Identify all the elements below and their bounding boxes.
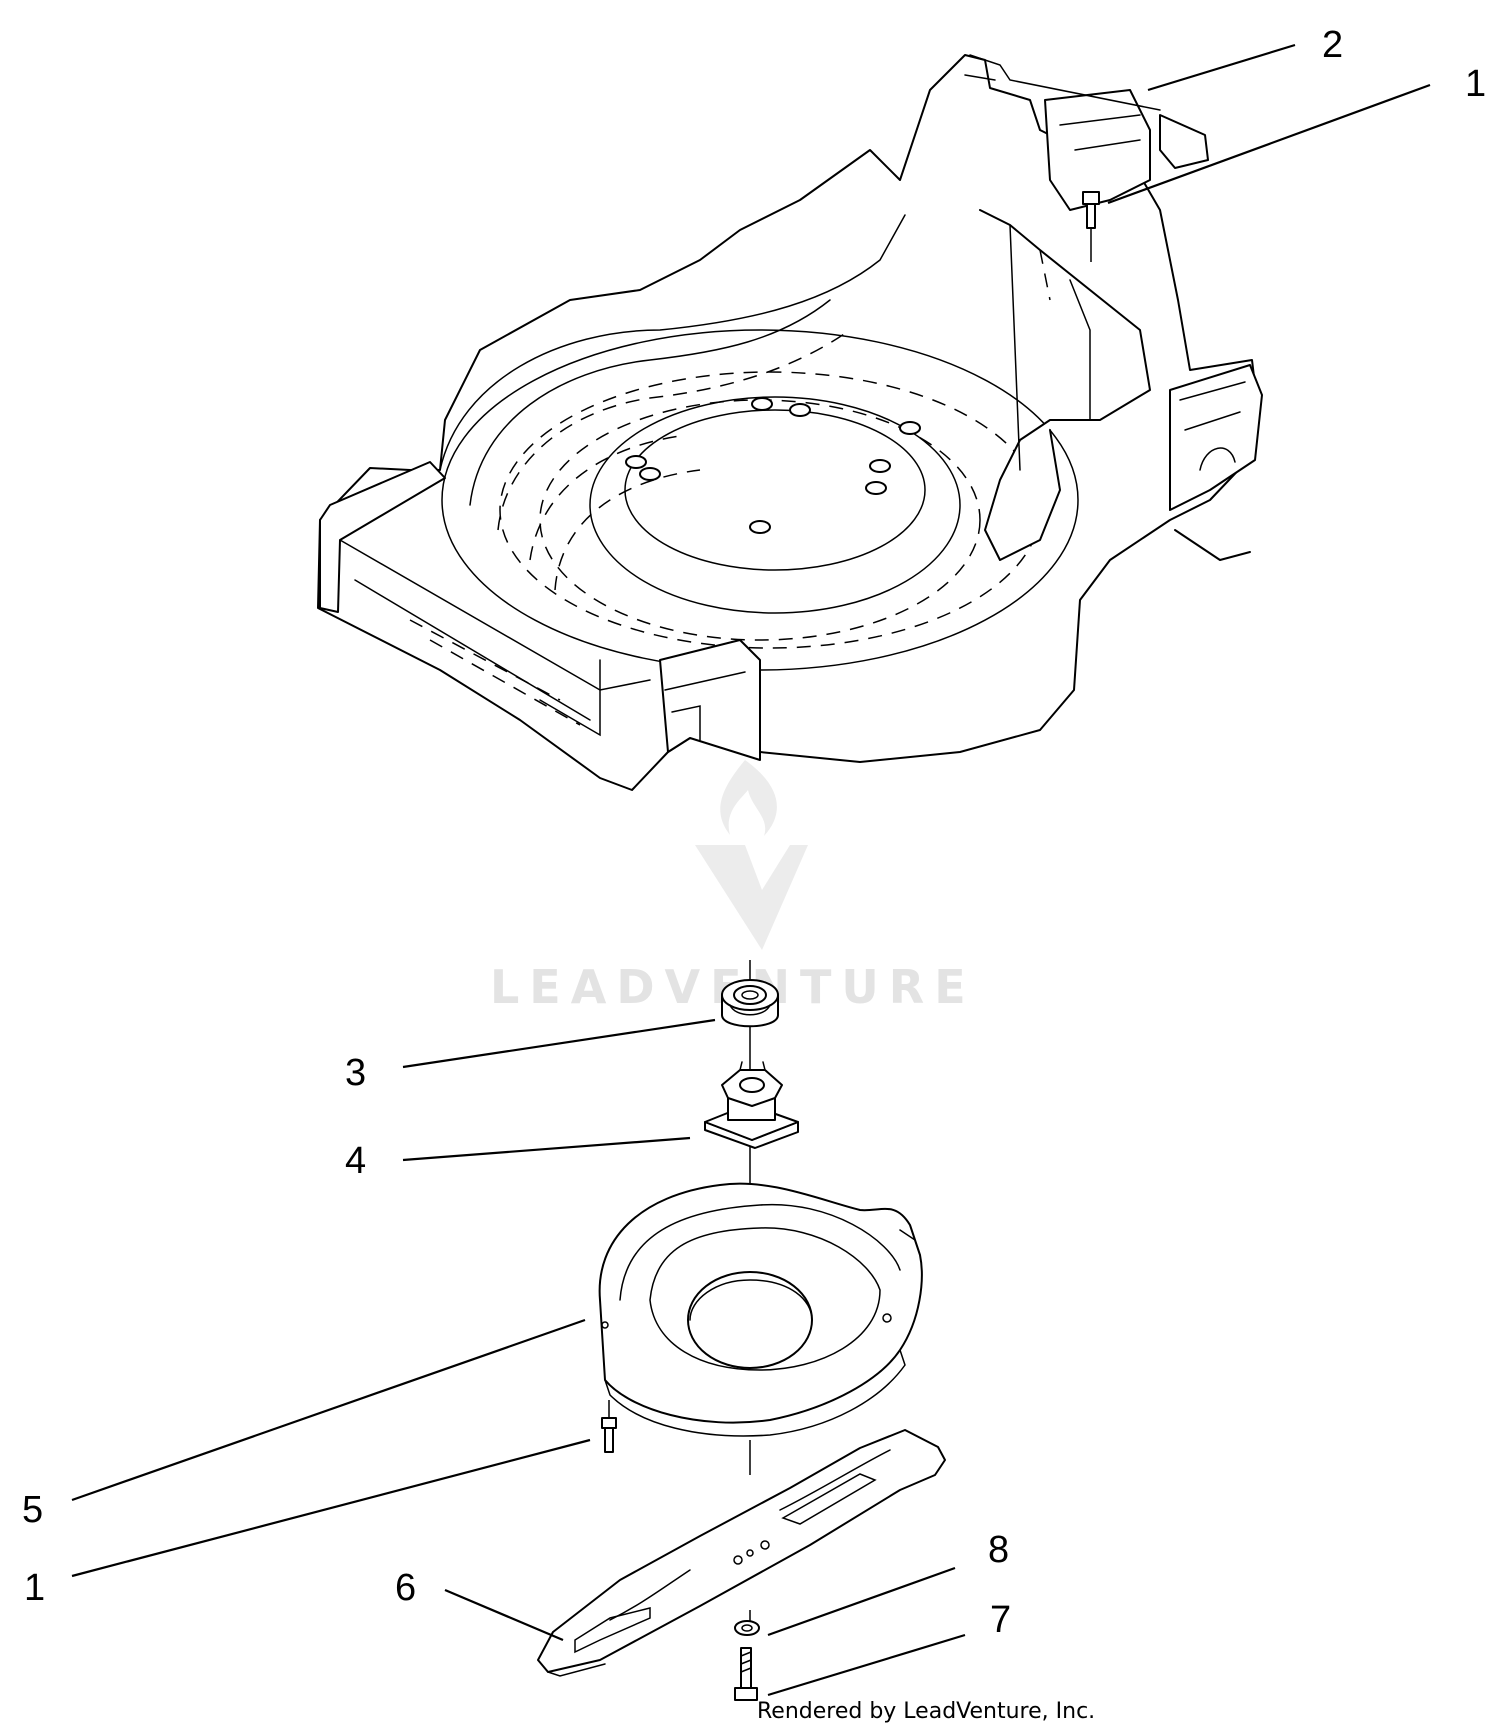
blade-bolt — [734, 1647, 758, 1701]
bearing — [721, 979, 779, 1028]
mower-deck-housing — [317, 54, 1263, 791]
leader-7 — [767, 1633, 966, 1697]
baffle-bolt — [601, 1400, 617, 1453]
leader-lines — [71, 43, 1431, 1697]
leader-6 — [444, 1588, 564, 1642]
leader-5 — [71, 1318, 586, 1502]
callout-1-bottom: 1 — [24, 1567, 45, 1609]
leader-3 — [402, 1018, 716, 1069]
callout-numbers: 2 1 3 4 5 1 6 8 7 — [22, 24, 1486, 1641]
callout-6: 6 — [395, 1567, 416, 1609]
render-credit: Rendered by LeadVenture, Inc. — [757, 1699, 1095, 1724]
callout-8: 8 — [988, 1529, 1009, 1571]
leadventure-watermark: LEADVENTURE — [490, 760, 966, 1014]
blade-adapter — [704, 1061, 799, 1149]
callout-3: 3 — [345, 1052, 366, 1094]
leader-1-top — [1107, 83, 1431, 205]
leader-4 — [402, 1136, 691, 1162]
leader-2 — [1147, 43, 1296, 92]
baffle — [598, 1182, 923, 1437]
leader-1-bottom — [71, 1438, 591, 1578]
callout-1-top: 1 — [1465, 63, 1486, 105]
leader-8 — [767, 1566, 956, 1637]
motor-mount-bolts — [625, 397, 921, 534]
callout-4: 4 — [345, 1140, 366, 1182]
callout-2: 2 — [1322, 24, 1343, 66]
callout-7: 7 — [990, 1599, 1011, 1641]
callout-5: 5 — [22, 1489, 43, 1531]
blade-washer — [734, 1620, 760, 1636]
cutting-blade — [537, 1429, 946, 1677]
